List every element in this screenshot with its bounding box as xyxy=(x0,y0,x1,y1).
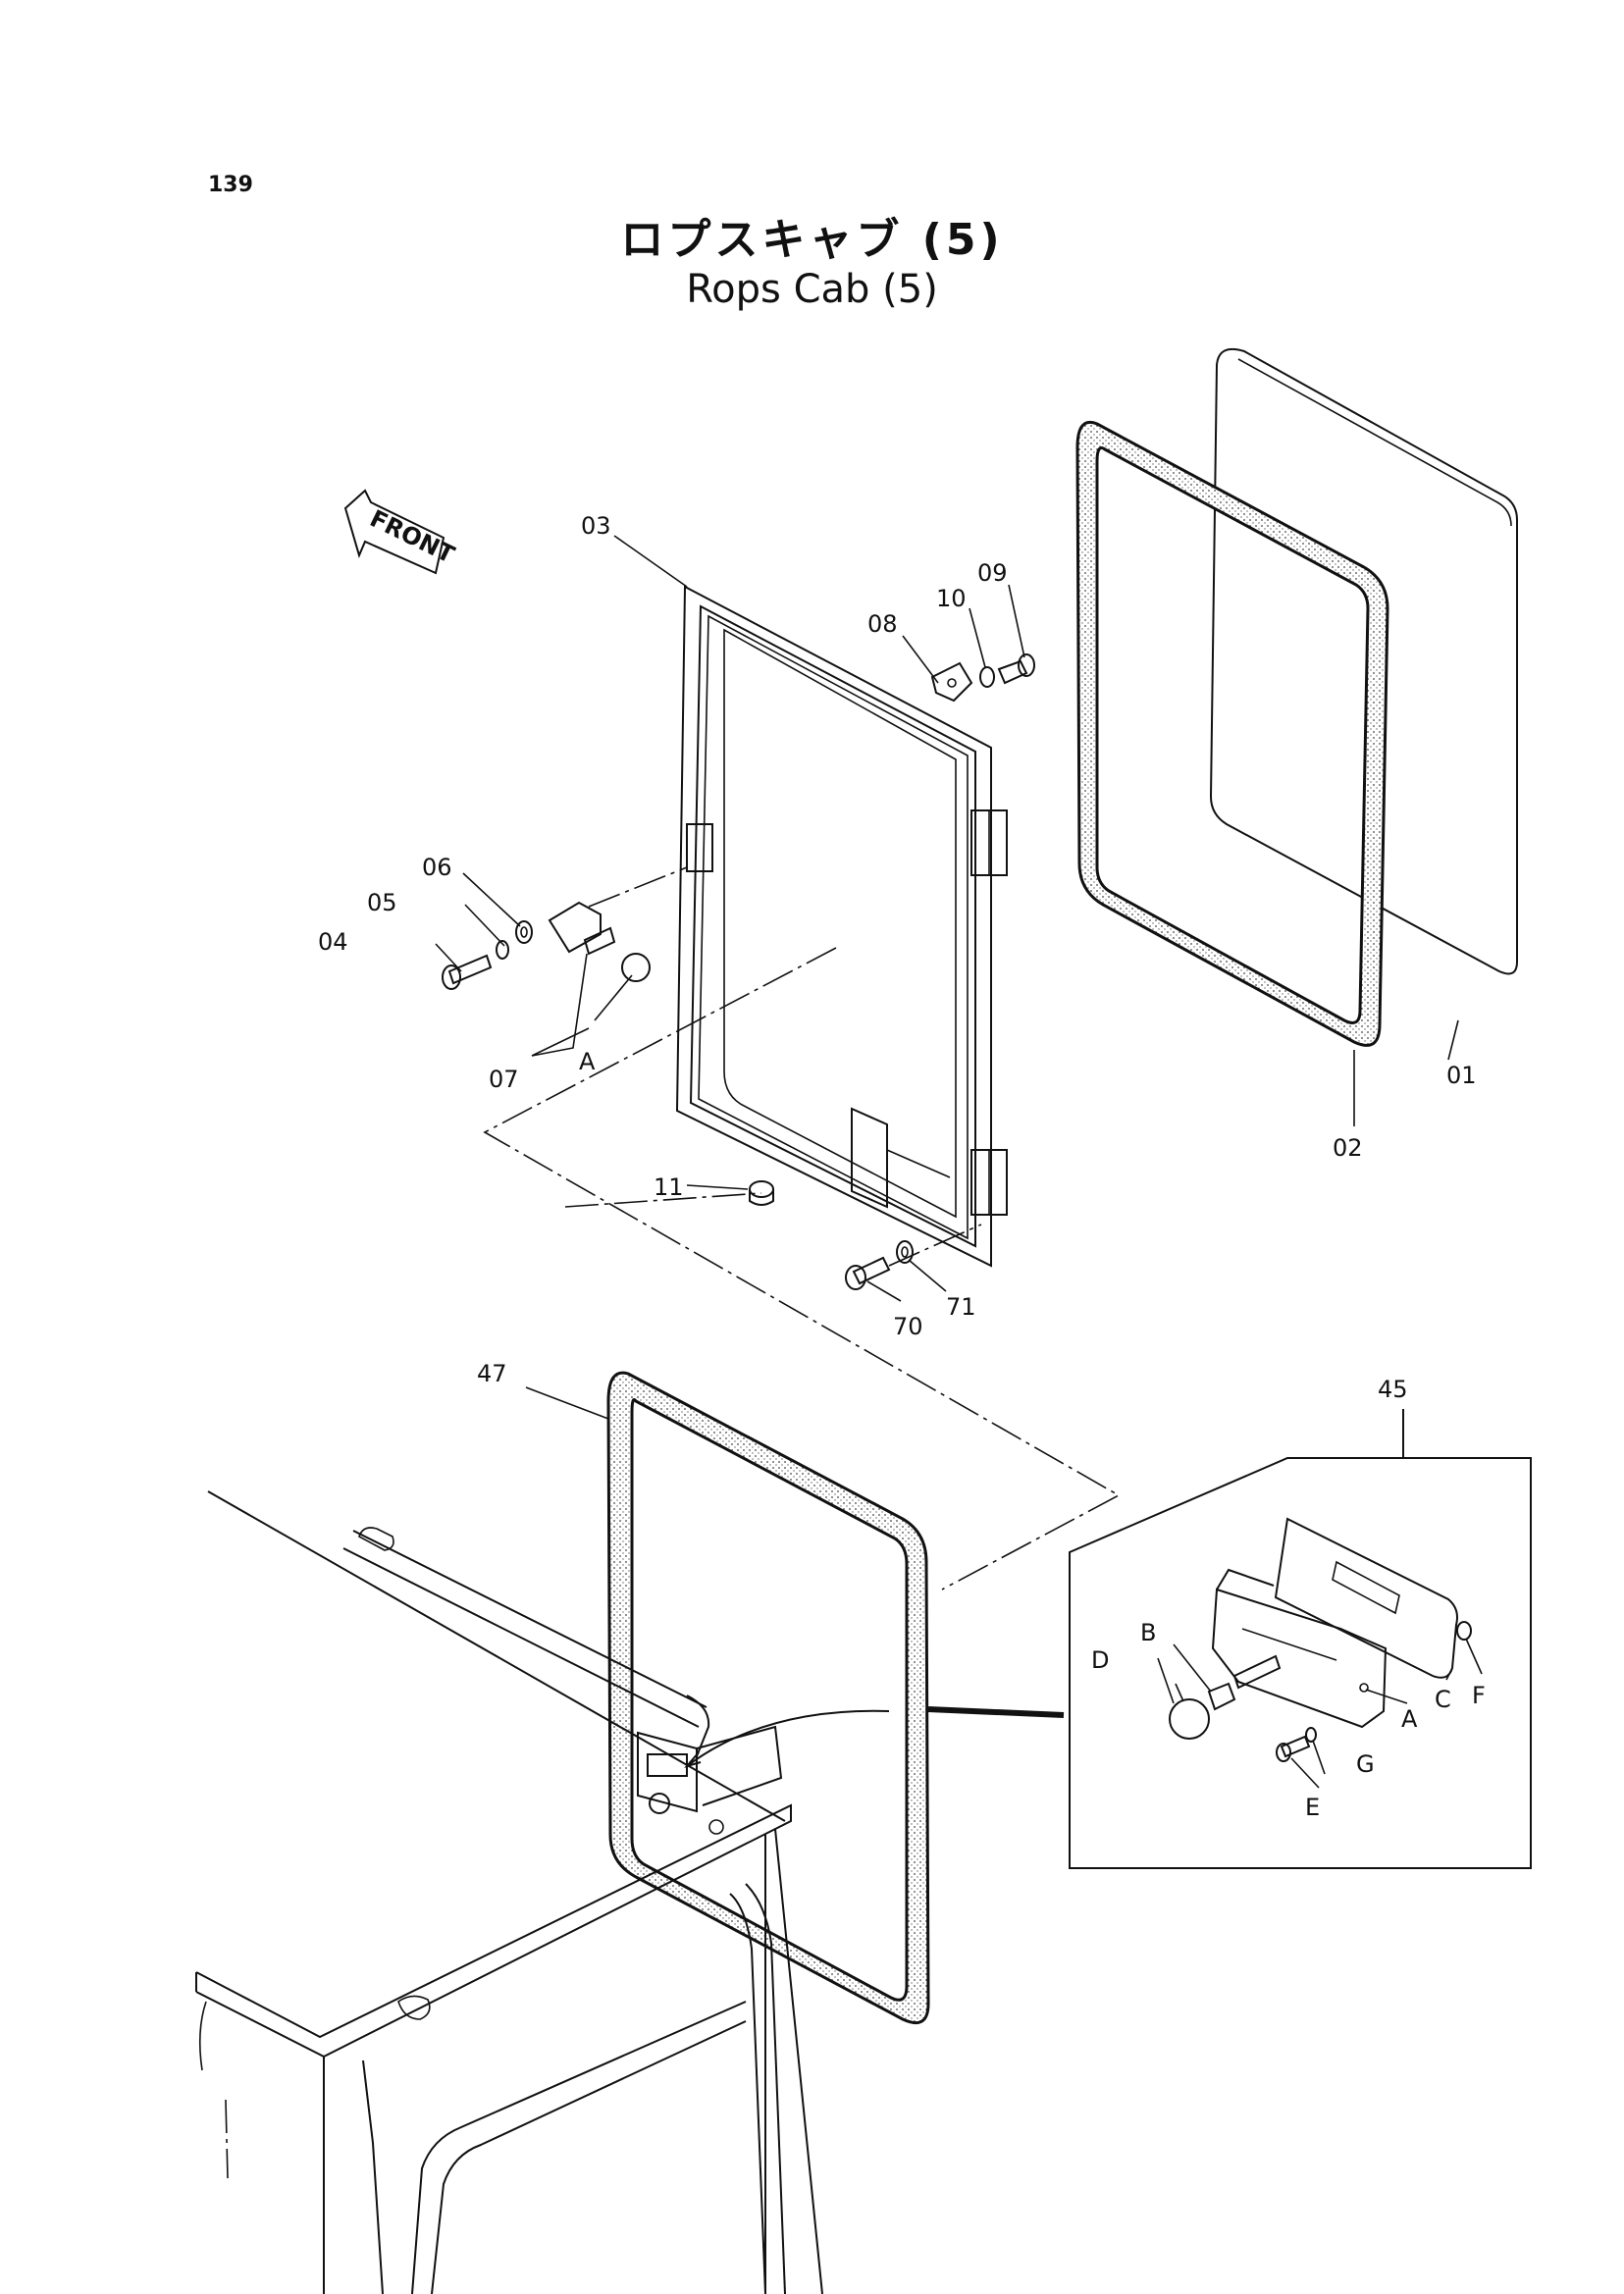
cab-body xyxy=(195,1490,823,2294)
callout-01: 01 xyxy=(1446,1062,1477,1089)
bolt-04 xyxy=(442,954,493,990)
weather-strip-02 xyxy=(1075,421,1389,1047)
detail-box-45 xyxy=(1069,1409,1532,1869)
washer-10 xyxy=(979,666,995,688)
glass-pane-01 xyxy=(1209,347,1518,975)
stopper-11 xyxy=(749,1180,774,1206)
window-frame-03 xyxy=(675,585,1008,1268)
callout-leaders xyxy=(435,535,1483,1789)
callout-02: 02 xyxy=(1333,1134,1363,1162)
detail-label-f: F xyxy=(1472,1682,1486,1709)
bolt-70 xyxy=(845,1256,891,1290)
callout-45: 45 xyxy=(1378,1376,1408,1403)
title-japanese: ロプスキャブ (5) xyxy=(620,215,1004,265)
clip-08 xyxy=(930,661,973,703)
callout-04: 04 xyxy=(318,928,348,956)
ball-a xyxy=(621,953,651,982)
callout-03: 03 xyxy=(581,512,611,540)
washer-05 xyxy=(496,940,509,960)
callout-10: 10 xyxy=(936,585,967,612)
page-number: 139 xyxy=(208,173,253,197)
hinge-pin-07 xyxy=(548,901,616,956)
callout-05: 05 xyxy=(367,889,397,916)
title-english: Rops Cab (5) xyxy=(686,267,938,312)
callout-71: 71 xyxy=(946,1293,976,1321)
callout-70: 70 xyxy=(893,1313,923,1340)
detail-label-g: G xyxy=(1356,1750,1375,1778)
screw-09 xyxy=(997,653,1035,685)
washer-06 xyxy=(515,920,533,944)
detail-label-d: D xyxy=(1091,1646,1109,1674)
detail-leader xyxy=(686,1709,890,1767)
detail-label-b: B xyxy=(1140,1619,1156,1646)
callout-a-upper: A xyxy=(579,1048,596,1075)
front-label: FRONT xyxy=(366,504,459,569)
callout-08: 08 xyxy=(867,610,898,638)
callout-06: 06 xyxy=(422,854,452,881)
front-arrow-icon: FRONT xyxy=(343,489,459,575)
callout-11: 11 xyxy=(654,1173,684,1201)
washer-71 xyxy=(896,1240,914,1264)
detail-label-e: E xyxy=(1305,1794,1320,1821)
detail-label-c: C xyxy=(1435,1686,1451,1713)
detail-label-a: A xyxy=(1401,1705,1418,1733)
callout-47: 47 xyxy=(477,1360,507,1387)
callout-07: 07 xyxy=(489,1066,519,1093)
weather-strip-47 xyxy=(606,1371,930,2024)
callout-09: 09 xyxy=(977,559,1008,587)
